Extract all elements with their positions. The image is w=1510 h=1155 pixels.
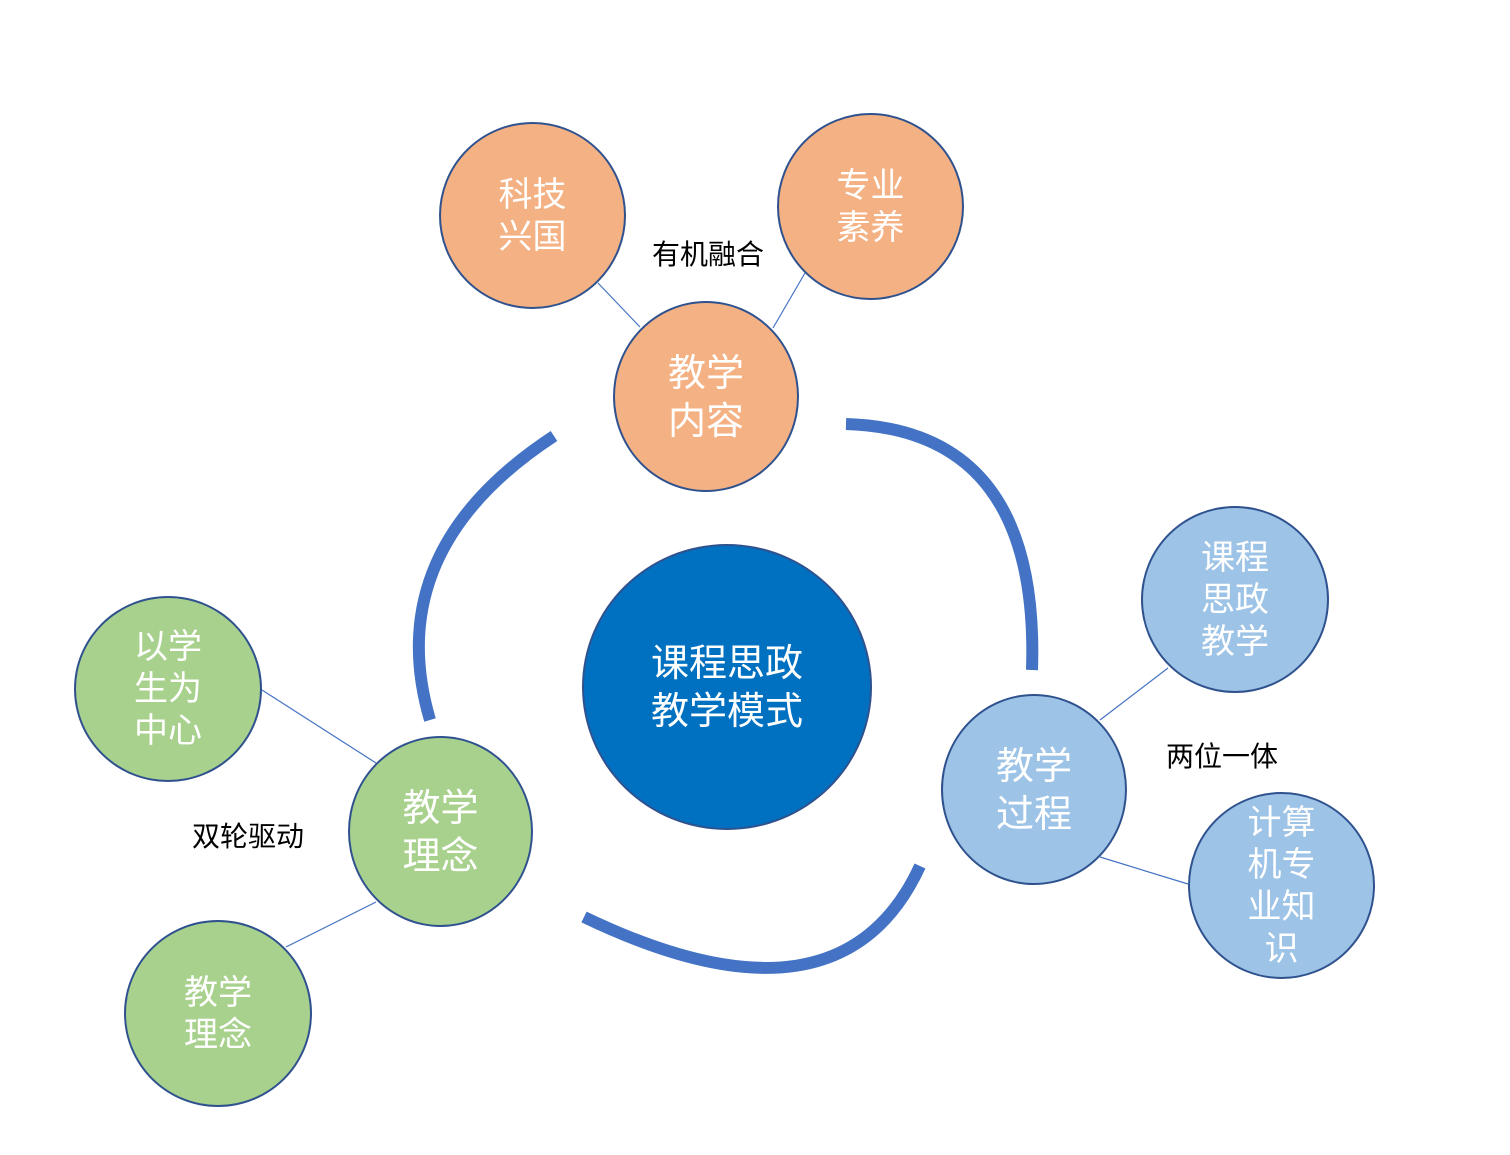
zhuanye-suyang-node: 专业 素养 [777,113,964,300]
keji-xingguo-text: 科技 兴国 [498,174,567,257]
process-hub-text: 教学 过程 [995,743,1072,836]
keji-xingguo-node: 科技 兴国 [439,122,626,309]
link-concept-xuesheng [261,689,377,764]
link-process-jisuanji [1099,856,1189,885]
link-content-zhuanye [772,272,806,329]
link-process-kecheng [1099,667,1169,721]
jiaoxue-linian-leaf-node: 教学 理念 [124,920,312,1107]
content-hub-text: 教学 内容 [667,350,744,443]
center-node: 课程思政 教学模式 [582,544,872,830]
arc-top-right [845,418,1039,671]
concept-relation-label: 双轮驱动 [192,820,305,853]
jisuanji-zhishi-node: 计算 机专 业知 识 [1188,792,1375,979]
process-hub-node: 教学 过程 [941,694,1127,885]
xuesheng-zhongxin-text: 以学 生为 中心 [134,627,202,751]
link-content-keji [597,282,641,328]
jisuanji-zhishi-text: 计算 机专 业知 识 [1247,802,1316,969]
kecheng-sizheng-node: 课程 思政 教学 [1141,506,1329,693]
link-concept-linian [285,901,377,948]
content-relation-label: 有机融合 [652,238,765,271]
zhuanye-suyang-text: 专业 素养 [836,165,905,248]
arc-bottom [581,863,926,974]
process-relation-label: 两位一体 [1166,740,1279,773]
concept-hub-node: 教学 理念 [348,736,533,927]
jiaoxue-linian-leaf-text: 教学 理念 [184,972,252,1055]
arc-top-left [412,430,558,722]
content-hub-node: 教学 内容 [613,301,799,492]
concept-hub-text: 教学 理念 [402,785,479,878]
kecheng-sizheng-text: 课程 思政 教学 [1201,537,1269,662]
xuesheng-zhongxin-node: 以学 生为 中心 [74,596,262,782]
center-node-text: 课程思政 教学模式 [650,641,803,733]
